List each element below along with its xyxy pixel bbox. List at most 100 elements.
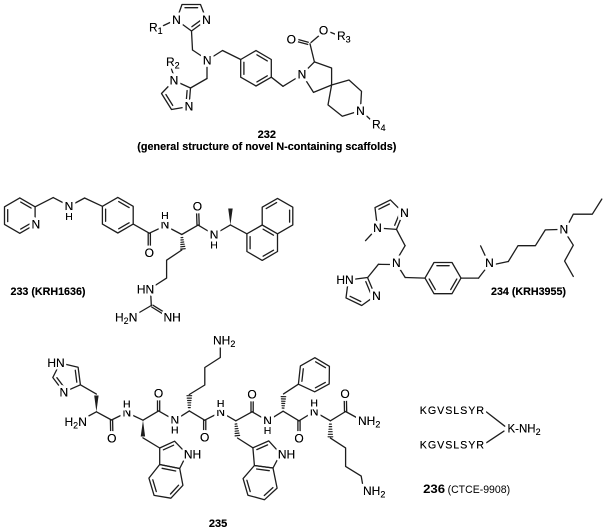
svg-text:N: N xyxy=(263,414,272,428)
svg-text:NH2: NH2 xyxy=(213,334,235,350)
svg-text:N: N xyxy=(373,221,382,235)
svg-text:232: 232 xyxy=(258,129,276,141)
svg-text:234 (KRH3955): 234 (KRH3955) xyxy=(491,286,566,298)
svg-text:HN: HN xyxy=(336,273,353,287)
svg-text:HN: HN xyxy=(47,356,64,370)
svg-text:O: O xyxy=(340,387,349,401)
svg-text:H: H xyxy=(217,398,225,410)
svg-text:N: N xyxy=(202,13,211,27)
svg-text:KGVSLSYR: KGVSLSYR xyxy=(420,405,484,417)
svg-text:H: H xyxy=(210,240,218,252)
svg-text:N: N xyxy=(172,13,181,27)
svg-text:N: N xyxy=(263,414,272,428)
svg-text:O: O xyxy=(193,199,202,213)
svg-text:N: N xyxy=(210,228,219,242)
svg-text:H: H xyxy=(310,397,318,409)
svg-text:N: N xyxy=(216,405,225,419)
svg-text:H: H xyxy=(65,211,73,223)
svg-text:HN: HN xyxy=(137,282,154,296)
svg-text:H: H xyxy=(217,398,225,410)
svg-text:H2N: H2N xyxy=(65,415,87,431)
svg-text:236: 236 xyxy=(423,484,445,496)
svg-text:N: N xyxy=(59,385,68,399)
svg-text:N: N xyxy=(65,200,74,214)
svg-text:N: N xyxy=(170,413,179,427)
svg-text:N: N xyxy=(372,289,381,303)
svg-text:NH: NH xyxy=(164,311,181,325)
svg-text:H: H xyxy=(264,425,272,437)
svg-text:O: O xyxy=(287,32,296,46)
svg-text:NH: NH xyxy=(278,447,295,461)
svg-text:HN: HN xyxy=(47,356,64,370)
svg-text:H2N: H2N xyxy=(65,415,87,431)
svg-text:NH2: NH2 xyxy=(363,484,385,500)
svg-text:O: O xyxy=(319,23,328,37)
svg-text:N: N xyxy=(122,406,131,420)
svg-text:N: N xyxy=(65,200,74,214)
svg-text:N: N xyxy=(485,256,494,270)
svg-text:H: H xyxy=(161,210,169,222)
svg-text:O: O xyxy=(294,432,303,446)
svg-text:O: O xyxy=(287,32,296,46)
svg-text:O: O xyxy=(145,246,154,260)
svg-text:H: H xyxy=(171,425,179,437)
svg-text:H: H xyxy=(210,240,218,252)
svg-text:235: 235 xyxy=(209,518,227,530)
svg-text:N: N xyxy=(310,405,319,419)
svg-text:H: H xyxy=(171,425,179,437)
svg-text:K-NH2: K-NH2 xyxy=(508,423,541,437)
svg-text:K-NH2: K-NH2 xyxy=(508,423,541,437)
svg-text:N: N xyxy=(170,74,179,88)
svg-text:N: N xyxy=(216,405,225,419)
svg-text:N: N xyxy=(392,256,401,270)
svg-text:O: O xyxy=(247,388,256,402)
svg-text:O: O xyxy=(319,23,328,37)
svg-text:233 (KRH1636): 233 (KRH1636) xyxy=(11,286,86,298)
svg-text:H: H xyxy=(123,398,131,410)
svg-text:O: O xyxy=(107,432,116,446)
svg-text:H: H xyxy=(161,210,169,222)
svg-text:N: N xyxy=(161,217,170,231)
svg-text:H: H xyxy=(310,397,318,409)
svg-text:O: O xyxy=(200,431,209,445)
svg-text:N: N xyxy=(373,221,382,235)
svg-text:NH: NH xyxy=(184,447,201,461)
svg-text:R1: R1 xyxy=(149,21,163,37)
svg-text:N: N xyxy=(202,13,211,27)
svg-text:O: O xyxy=(154,387,163,401)
svg-text:N: N xyxy=(485,256,494,270)
svg-text:KGVSLSYR: KGVSLSYR xyxy=(420,439,484,451)
svg-text:HN: HN xyxy=(137,282,154,296)
svg-text:N: N xyxy=(31,218,40,232)
svg-text:H: H xyxy=(65,211,73,223)
svg-text:N: N xyxy=(298,68,307,82)
svg-text:N: N xyxy=(185,100,194,114)
svg-text:(general structure of novel N-: (general structure of novel N-containing… xyxy=(137,141,396,153)
svg-text:O: O xyxy=(200,431,209,445)
svg-text:N: N xyxy=(400,206,409,220)
svg-text:H: H xyxy=(264,425,272,437)
svg-text:N: N xyxy=(310,405,319,419)
svg-text:N: N xyxy=(400,206,409,220)
svg-text:234 (KRH3955): 234 (KRH3955) xyxy=(491,286,566,298)
svg-text:H2N: H2N xyxy=(115,311,137,327)
svg-text:N: N xyxy=(356,104,365,118)
svg-text:NH: NH xyxy=(278,447,295,461)
svg-text:232: 232 xyxy=(258,129,276,141)
svg-text:(CTCE-9908): (CTCE-9908) xyxy=(448,484,511,496)
svg-text:N: N xyxy=(559,223,568,237)
svg-text:N: N xyxy=(170,74,179,88)
svg-text:233 (KRH1636): 233 (KRH1636) xyxy=(11,286,86,298)
svg-text:N: N xyxy=(203,53,212,67)
svg-text:N: N xyxy=(210,228,219,242)
svg-text:N: N xyxy=(203,53,212,67)
svg-text:NH: NH xyxy=(164,311,181,325)
svg-text:N: N xyxy=(559,223,568,237)
svg-text:N: N xyxy=(170,413,179,427)
svg-text:O: O xyxy=(247,388,256,402)
svg-text:N: N xyxy=(356,104,365,118)
svg-text:N: N xyxy=(122,406,131,420)
svg-text:O: O xyxy=(294,432,303,446)
svg-text:O: O xyxy=(154,387,163,401)
svg-text:N: N xyxy=(372,289,381,303)
